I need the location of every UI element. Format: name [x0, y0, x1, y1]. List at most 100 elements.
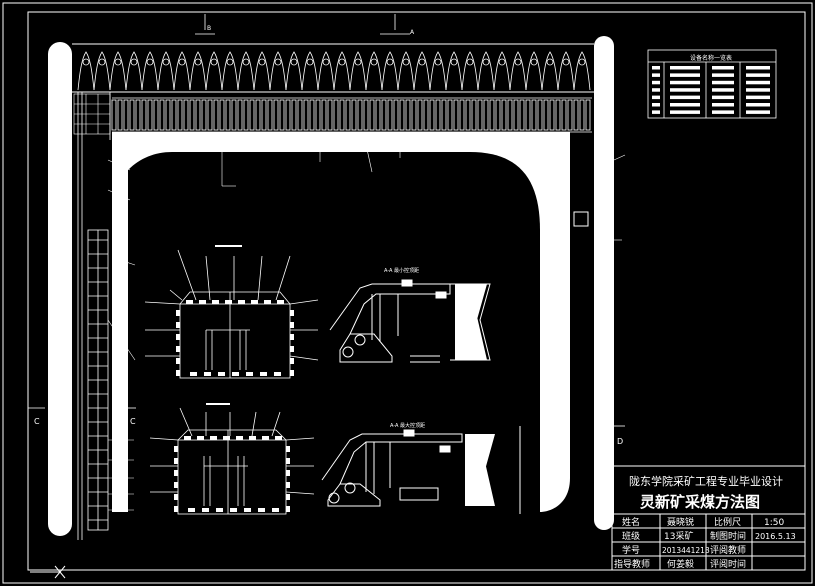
support-block [290, 346, 294, 352]
support-unit [345, 99, 351, 131]
marker-a-top: A [410, 29, 415, 36]
support-unit [513, 99, 519, 131]
support-unit [201, 99, 207, 131]
origin-mark [30, 565, 66, 579]
support-unit [399, 99, 405, 131]
support-unit [249, 99, 255, 131]
support-unit [423, 99, 429, 131]
equipment-table-cell [670, 103, 700, 107]
rock-nodule [162, 58, 170, 66]
rock-scallop [381, 51, 399, 91]
support-unit [309, 99, 315, 131]
rock-scallop [237, 51, 255, 91]
rock-scallop [525, 51, 543, 91]
equipment-table-cell [746, 80, 770, 85]
support-unit [387, 99, 393, 131]
equipment-table-title: 设备名称一览表 [690, 54, 732, 62]
support-unit [189, 99, 195, 131]
support-unit [525, 99, 531, 131]
tb-label-reviewer: 评阅教师 [710, 544, 746, 556]
support-block [176, 322, 180, 328]
rock-nodule [130, 58, 138, 66]
rock-nodule [114, 58, 122, 66]
rock-scallop [205, 51, 223, 91]
equipment-table-cell [670, 80, 700, 85]
marker-b-top: B [207, 25, 211, 32]
drawing-title: 灵新矿采煤方法图 [640, 493, 760, 511]
equipment-table-cell [712, 80, 734, 85]
rock-scallop [77, 51, 95, 91]
marker-c-right: C [130, 417, 136, 426]
tb-value-name: 聂晓锐 [667, 516, 694, 528]
tb-label-name: 姓名 [622, 516, 640, 528]
support-unit [429, 99, 435, 131]
support-block [272, 508, 279, 512]
equipment-table-cell [746, 95, 770, 100]
support-block [184, 436, 191, 440]
title-block-frame [611, 465, 806, 571]
support-block [249, 436, 256, 440]
support-section-lower-blocks [174, 436, 290, 512]
equipment-table-cell [712, 73, 734, 77]
equipment-table-cell [746, 88, 770, 92]
support-unit [483, 99, 489, 131]
support-unit [405, 99, 411, 131]
rock-nodule [434, 58, 442, 66]
rock-pattern [77, 51, 591, 91]
support-block [186, 300, 193, 304]
tb-value-advisor: 何姜毅 [667, 558, 694, 570]
rock-scallop [461, 51, 479, 91]
equipment-table-cell [712, 88, 734, 92]
support-unit [327, 99, 333, 131]
roof-rock-band [72, 43, 594, 93]
tb-value-class: 13采矿 [664, 530, 693, 542]
support-unit [585, 99, 591, 131]
support-block [290, 358, 294, 364]
tb-label-scale: 比例尺 [714, 516, 741, 528]
conveyor-ticks [88, 239, 108, 521]
support-block [286, 506, 290, 512]
support-unit [447, 99, 453, 131]
equipment-table-cell [670, 110, 700, 114]
support-block [230, 508, 237, 512]
support-block [275, 436, 282, 440]
rock-nodule [306, 58, 314, 66]
rock-scallop [221, 51, 239, 91]
support-block [246, 372, 253, 376]
support-unit [291, 99, 297, 131]
support-block [244, 508, 251, 512]
rock-scallop [493, 51, 511, 91]
support-unit [159, 99, 165, 131]
rock-nodule [514, 58, 522, 66]
rock-scallop [285, 51, 303, 91]
support-block [260, 372, 267, 376]
support-unit [411, 99, 417, 131]
support-block [225, 300, 232, 304]
rock-nodule [562, 58, 570, 66]
support-block [174, 470, 178, 476]
rock-nodule [210, 58, 218, 66]
support-unit [489, 99, 495, 131]
title-block-row-3: 指导教师 何姜毅 评阅时间 [614, 558, 746, 570]
support-block [290, 310, 294, 316]
support-block [176, 334, 180, 340]
hydraulic-support-min [329, 279, 491, 363]
support-unit [207, 99, 213, 131]
equipment-table-cell [670, 95, 700, 100]
support-section-upper-blocks [176, 300, 294, 376]
rock-scallop [333, 51, 351, 91]
marker-c-left: C [34, 417, 40, 426]
support-unit [141, 99, 147, 131]
hydraulic-support-max [321, 426, 521, 514]
equipment-table-cell [670, 66, 700, 70]
support-unit [507, 99, 513, 131]
support-block [197, 436, 204, 440]
support-section-upper [144, 245, 319, 379]
support-unit [315, 99, 321, 131]
support-block [174, 506, 178, 512]
support-unit [465, 99, 471, 131]
support-unit [459, 99, 465, 131]
support-unit [255, 99, 261, 131]
support-unit [363, 99, 369, 131]
rock-scallop [413, 51, 431, 91]
